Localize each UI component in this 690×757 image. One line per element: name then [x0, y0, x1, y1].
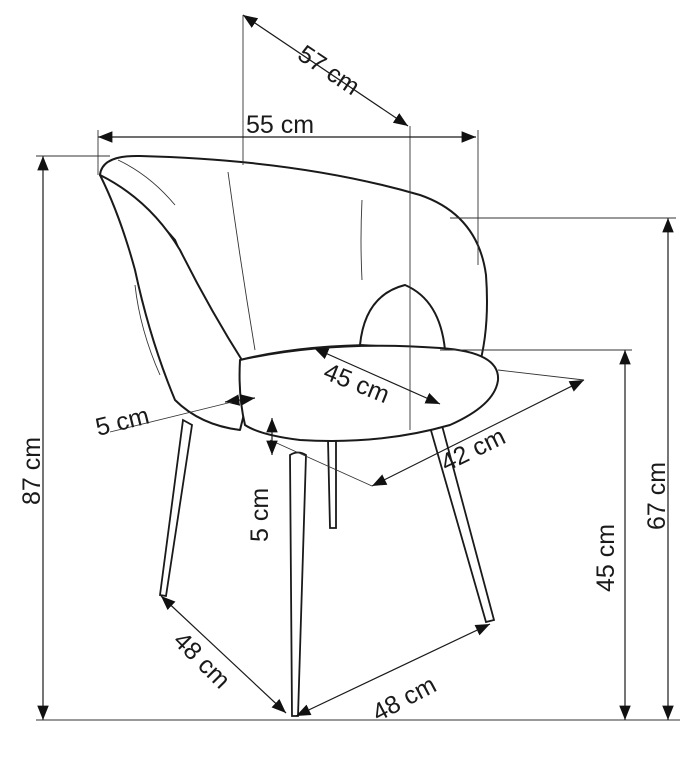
back-cushion [359, 284, 446, 351]
leg-back-left [158, 418, 193, 598]
label-leg-span-front: 48 cm [368, 671, 441, 728]
label-seat-thickness: 5 cm [246, 488, 274, 542]
label-seat-height: 45 cm [592, 524, 620, 592]
seam-center [227, 171, 256, 351]
label-depth-overall: 57 cm [293, 40, 365, 101]
dimension-lines [36, 14, 680, 721]
dimension-labels: 57 cm 55 cm 87 cm 67 cm 45 cm 45 cm 42 c… [18, 40, 671, 728]
label-leg-span-side: 48 cm [168, 626, 236, 694]
label-seat-width: 42 cm [436, 422, 509, 477]
leg-front-left [289, 451, 307, 717]
label-width-overall: 55 cm [246, 111, 314, 139]
chair-back-inner [99, 174, 248, 431]
chair-illustration [99, 154, 500, 717]
rear-seam [134, 284, 161, 376]
label-armrest-height: 67 cm [643, 462, 671, 530]
seam-right [360, 199, 363, 281]
leg-back-right [327, 439, 337, 529]
seam-left [117, 159, 176, 206]
label-back-thickness: 5 cm [93, 402, 152, 442]
label-height-overall: 87 cm [18, 437, 46, 505]
